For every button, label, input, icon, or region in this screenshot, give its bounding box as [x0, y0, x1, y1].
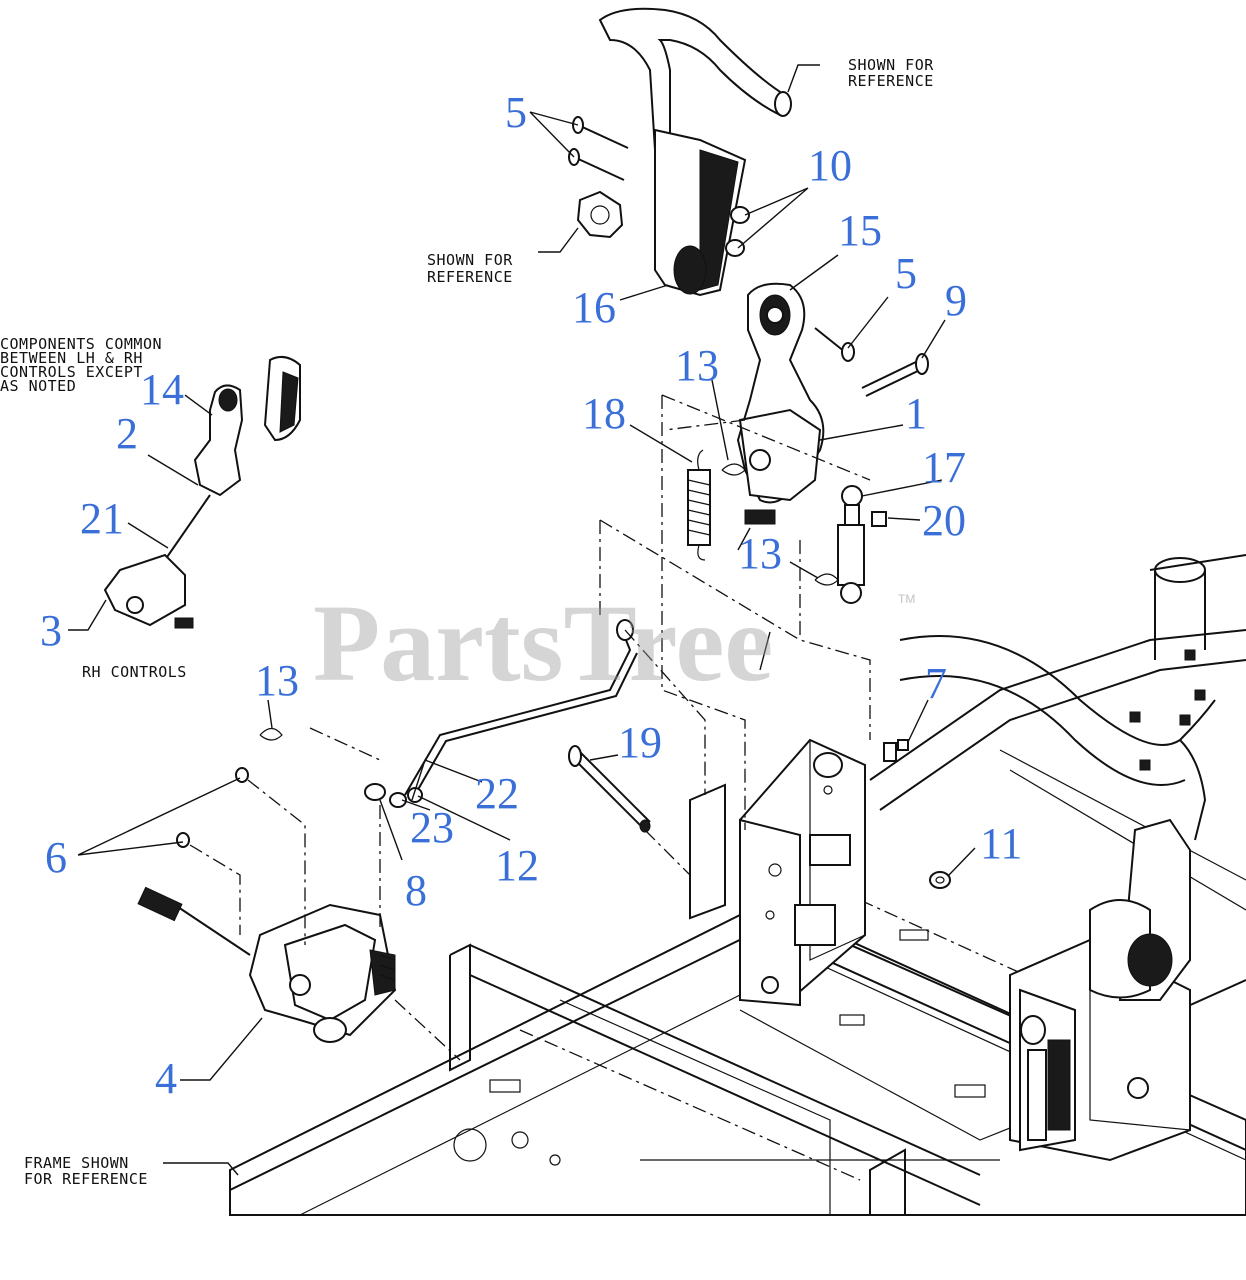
leader-lines — [68, 64, 976, 1176]
callout-17: 17 — [922, 443, 966, 492]
callout-13-left: 13 — [255, 656, 299, 705]
note-components-common-3: CONTROLS EXCEPT — [0, 363, 143, 381]
callout-14: 14 — [140, 365, 184, 414]
note-components-common: COMPONENTS COMMON — [0, 335, 162, 353]
note-shown-for-reference-knob-2: REFERENCE — [427, 268, 513, 286]
handle-assembly-drawing — [568, 7, 792, 297]
callout-3: 3 — [40, 606, 62, 655]
callout-22: 22 — [475, 769, 519, 818]
callout-13-top: 13 — [675, 341, 719, 390]
reference-lines — [189, 394, 871, 1061]
callout-15: 15 — [838, 206, 882, 255]
callout-5-right: 5 — [895, 249, 917, 298]
callouts: 5 10 15 5 9 16 14 2 21 3 13 18 1 17 20 1… — [40, 88, 1022, 1103]
callout-23: 23 — [410, 803, 454, 852]
note-components-common-4: AS NOTED — [0, 377, 76, 395]
callout-10: 10 — [808, 141, 852, 190]
callout-16: 16 — [572, 283, 616, 332]
callout-5: 5 — [505, 88, 527, 137]
callout-12: 12 — [495, 841, 539, 890]
callout-7: 7 — [925, 659, 947, 708]
lever-assembly-drawing — [687, 282, 929, 604]
callout-6: 6 — [45, 833, 67, 882]
callout-19: 19 — [618, 718, 662, 767]
callout-9: 9 — [945, 276, 967, 325]
rh-control-assembly-drawing — [1009, 739, 1207, 1162]
trademark: TM — [898, 592, 915, 606]
note-frame-shown: FRAME SHOWN — [24, 1154, 129, 1172]
control-plate-drawing — [137, 619, 638, 1043]
note-frame-for-reference: FOR REFERENCE — [24, 1170, 148, 1188]
callout-1: 1 — [905, 389, 927, 438]
callout-18: 18 — [582, 389, 626, 438]
notes: SHOWN FOR REFERENCE SHOWN FOR REFERENCE … — [0, 56, 934, 1188]
rh-controls-inset-drawing — [103, 355, 301, 629]
note-shown-for-reference-top: SHOWN FOR — [848, 56, 934, 74]
frame-drawing — [229, 554, 1246, 1216]
callout-13-mid: 13 — [738, 529, 782, 578]
callout-4: 4 — [155, 1054, 177, 1103]
bracket-drawing — [568, 738, 951, 1007]
callout-11: 11 — [980, 819, 1022, 868]
callout-8: 8 — [405, 866, 427, 915]
callout-20: 20 — [922, 496, 966, 545]
note-components-common-2: BETWEEN LH & RH — [0, 349, 143, 367]
note-shown-for-reference-top-2: REFERENCE — [848, 72, 934, 90]
watermark: PartsTree — [313, 582, 773, 704]
note-shown-for-reference-knob: SHOWN FOR — [427, 251, 513, 269]
callout-2: 2 — [116, 409, 138, 458]
callout-21: 21 — [80, 494, 124, 543]
note-rh-controls: RH CONTROLS — [82, 663, 187, 681]
